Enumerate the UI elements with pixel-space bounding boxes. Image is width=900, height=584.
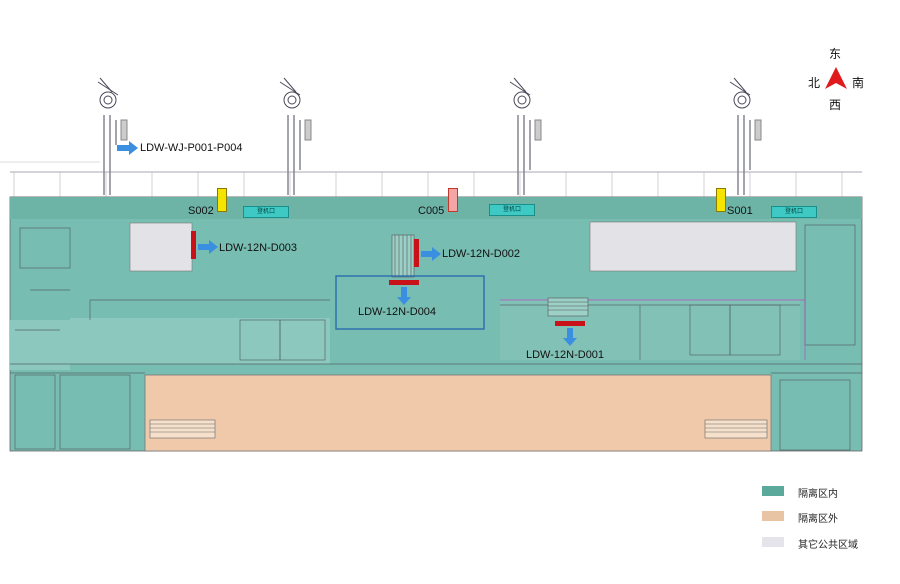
- legend-swatch-public: [762, 537, 784, 547]
- label-d004: LDW-12N-D004: [358, 306, 437, 318]
- arrow-icon-d003: [198, 240, 218, 254]
- label-s001: S001: [727, 205, 753, 217]
- legend-swatch-outside: [762, 511, 784, 521]
- compass-arrow-icon: [825, 67, 847, 89]
- camera-bar-d004: [389, 280, 419, 285]
- gate-label-2: 登机口: [489, 204, 535, 216]
- label-d001: LDW-12N-D001: [526, 349, 605, 361]
- outside-zone: [144, 374, 772, 452]
- public-zone-1: [129, 222, 193, 272]
- arrow-icon-d002: [421, 247, 441, 261]
- gate-label-1: 登机口: [243, 206, 289, 218]
- highlight-box: [335, 275, 485, 330]
- jetway-2: [279, 77, 312, 195]
- public-zone-2: [589, 221, 797, 272]
- compass-east: 东: [829, 47, 842, 61]
- label-d002: LDW-12N-D002: [442, 248, 521, 260]
- compass-west: 西: [829, 98, 842, 112]
- gate-label-3: 登机口: [771, 206, 817, 218]
- camera-bar-d003: [191, 231, 196, 259]
- jetway-4: [729, 77, 762, 195]
- compass-south: 南: [852, 76, 865, 90]
- legend-swatch-inside: [762, 486, 784, 496]
- jetway-3: [509, 77, 542, 195]
- legend-label-outside: 隔离区外: [798, 514, 838, 525]
- label-c005: C005: [418, 205, 445, 217]
- label-d003: LDW-12N-D003: [219, 242, 298, 254]
- camera-bar-d002: [414, 239, 419, 267]
- floor-plan: [9, 196, 863, 452]
- legend-label-public: 其它公共区域: [798, 540, 858, 551]
- door-marker-s001: [716, 188, 726, 212]
- arrow-icon-p004: [117, 141, 138, 155]
- legend-label-inside: 隔离区内: [798, 489, 838, 500]
- arrow-icon-d004: [397, 287, 411, 305]
- door-marker-s002: [217, 188, 227, 212]
- arrow-icon-d001: [563, 328, 577, 346]
- escalator-1: [391, 234, 415, 278]
- compass-north: 北: [808, 76, 821, 90]
- escalator-2: [547, 297, 589, 317]
- camera-bar-d001: [555, 321, 585, 326]
- label-s002: S002: [188, 205, 214, 217]
- door-marker-c005: [448, 188, 458, 212]
- jetway-1: [97, 77, 128, 195]
- stairs-left: [149, 419, 216, 439]
- label-p004: LDW-WJ-P001-P004: [140, 142, 243, 154]
- stairs-right: [704, 419, 768, 439]
